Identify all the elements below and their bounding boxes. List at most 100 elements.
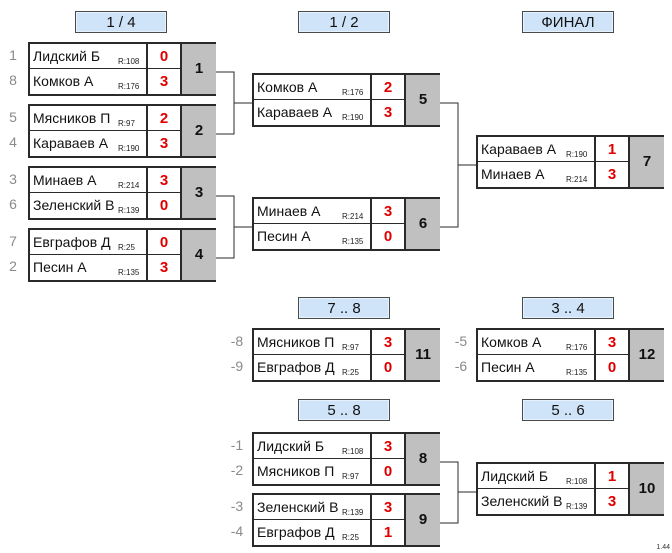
match-number: 4 — [180, 230, 216, 280]
stage-header-5-8: 5 .. 8 — [298, 399, 390, 421]
player-rating: R:139 — [118, 206, 140, 215]
player-score: 3 — [146, 131, 180, 156]
player-score: 0 — [370, 459, 404, 484]
player-name: Песин А — [481, 359, 535, 375]
player-score: 2 — [370, 75, 404, 99]
player-row[interactable]: Караваев А R:190 3 — [30, 131, 180, 156]
player-row[interactable]: Лидский Б R:108 1 — [478, 464, 628, 489]
player-rating: R:25 — [342, 368, 359, 377]
player-seed: -1 — [230, 437, 244, 453]
match-number: 3 — [180, 168, 216, 218]
player-name: Зеленский В — [33, 197, 115, 213]
match-number: 7 — [628, 137, 664, 187]
player-name: Лидский Б — [33, 48, 101, 64]
player-score: 1 — [370, 520, 404, 545]
player-score: 3 — [146, 255, 180, 280]
player-rating: R:108 — [342, 447, 364, 456]
player-score: 3 — [594, 489, 628, 514]
player-seed: -9 — [230, 358, 244, 374]
player-name: Песин А — [257, 228, 311, 244]
match-number: 1 — [180, 44, 216, 94]
player-name: Караваев А — [33, 135, 109, 151]
player-seed: 3 — [9, 171, 17, 187]
player-seed: -4 — [230, 523, 244, 539]
player-rating: R:214 — [342, 212, 364, 221]
stage-header-5-6: 5 .. 6 — [522, 399, 614, 421]
player-name: Караваев А — [257, 104, 333, 120]
player-rating: R:190 — [566, 150, 588, 159]
player-score: 3 — [370, 495, 404, 519]
player-rating: R:176 — [566, 343, 588, 352]
player-rating: R:108 — [118, 57, 140, 66]
player-score: 3 — [594, 330, 628, 354]
player-name: Зеленский В — [481, 493, 563, 509]
player-score: 1 — [594, 464, 628, 488]
match-number: 9 — [404, 495, 440, 545]
player-rating: R:135 — [342, 237, 364, 246]
player-name: Комков А — [257, 79, 318, 95]
player-name: Евграфов Д — [257, 359, 335, 375]
player-seed: 1 — [9, 47, 17, 63]
match-number: 8 — [404, 434, 440, 484]
player-seed: -6 — [454, 358, 468, 374]
player-score: 3 — [146, 168, 180, 192]
player-seed: 5 — [9, 109, 17, 125]
player-name: Минаев А — [481, 166, 545, 182]
player-score: 0 — [146, 193, 180, 218]
player-rating: R:97 — [118, 119, 135, 128]
player-name: Мясников П — [257, 334, 335, 350]
player-rating: R:97 — [342, 472, 359, 481]
player-score: 3 — [594, 162, 628, 187]
player-name: Мясников П — [257, 463, 335, 479]
player-name: Караваев А — [481, 141, 557, 157]
player-rating: R:108 — [566, 477, 588, 486]
player-rating: R:135 — [566, 368, 588, 377]
match-number: 10 — [628, 464, 664, 514]
player-score: 3 — [370, 199, 404, 223]
player-name: Лидский Б — [257, 438, 325, 454]
player-row[interactable]: Мясников П R:97 0 — [254, 459, 404, 484]
player-rating: R:25 — [342, 533, 359, 542]
player-rating: R:190 — [118, 144, 140, 153]
player-score: 2 — [146, 106, 180, 130]
player-name: Лидский Б — [481, 468, 549, 484]
stage-header-semi: 1 / 2 — [298, 11, 390, 33]
stage-header-7-8: 7 .. 8 — [298, 297, 390, 319]
match-number: 11 — [404, 330, 440, 380]
stage-header-3-4: 3 .. 4 — [522, 297, 614, 319]
